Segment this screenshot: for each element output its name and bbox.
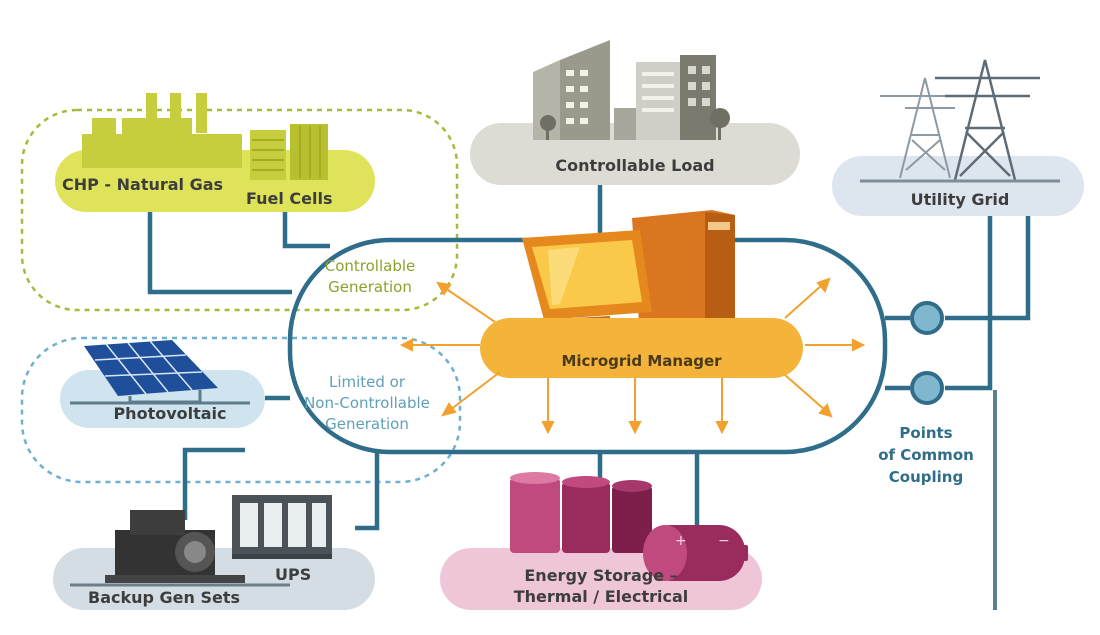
limited-line1: Limited or <box>328 373 406 391</box>
svg-text:+: + <box>675 533 687 549</box>
svg-text:−: − <box>718 533 730 549</box>
pcc-label: Points of Common Coupling <box>866 422 986 488</box>
non-controllable-generation-group <box>20 336 462 484</box>
computer-icon <box>522 210 735 344</box>
microgrid-manager-label: Microgrid Manager <box>561 352 722 370</box>
pcc-node-1 <box>910 301 944 335</box>
pcc-node-2 <box>910 371 944 405</box>
fuel-cells-label: Fuel Cells <box>246 189 333 208</box>
energy-storage-label-line2: Thermal / Electrical <box>513 587 689 606</box>
controllable-generation-group <box>20 108 459 312</box>
backup-generator-icon <box>105 510 245 583</box>
battery-icon: + − <box>643 525 748 581</box>
limited-line3: Generation <box>325 415 409 433</box>
photovoltaic-label: Photovoltaic <box>113 404 227 423</box>
fuel-cells-connection <box>282 212 330 249</box>
controllable-generation-line2: Generation <box>328 278 412 296</box>
pcc-line2: of Common <box>878 446 974 464</box>
chp-plant-icon <box>82 93 242 168</box>
thermal-storage-icon <box>510 472 652 553</box>
pcc-line1: Points <box>899 424 953 442</box>
chp-label: CHP - Natural Gas <box>62 175 224 194</box>
ups-label: UPS <box>275 565 312 584</box>
controllable-generation-line1: Controllable <box>324 257 416 275</box>
fuel-cells-icon <box>250 124 328 180</box>
grid-lower-connection <box>945 216 993 391</box>
buildings-icon <box>533 40 730 140</box>
chp-connection <box>147 212 292 295</box>
pcc-line3: Coupling <box>888 468 964 486</box>
utility-grid-band <box>832 156 1084 216</box>
utility-grid-label: Utility Grid <box>910 190 1010 209</box>
microgrid-manager-pill <box>480 318 803 378</box>
energy-storage-label-line1: Energy Storage – <box>524 566 678 585</box>
controllable-generation-label: Controllable Generation <box>300 256 440 298</box>
transmission-tower-main-icon <box>935 59 1040 181</box>
non-controllable-generation-label: Limited or Non-Controllable Generation <box>282 372 452 435</box>
limited-line2: Non-Controllable <box>304 394 430 412</box>
backup-gen-sets-label: Backup Gen Sets <box>88 588 241 607</box>
ups-icon <box>232 495 332 559</box>
solar-panel-icon <box>70 340 250 405</box>
backup-gen-connection <box>182 447 245 520</box>
utility-grid-connection <box>945 216 1031 321</box>
controllable-load-label: Controllable Load <box>555 156 715 175</box>
backup-connection <box>355 450 380 531</box>
manager-arrows <box>399 277 866 435</box>
